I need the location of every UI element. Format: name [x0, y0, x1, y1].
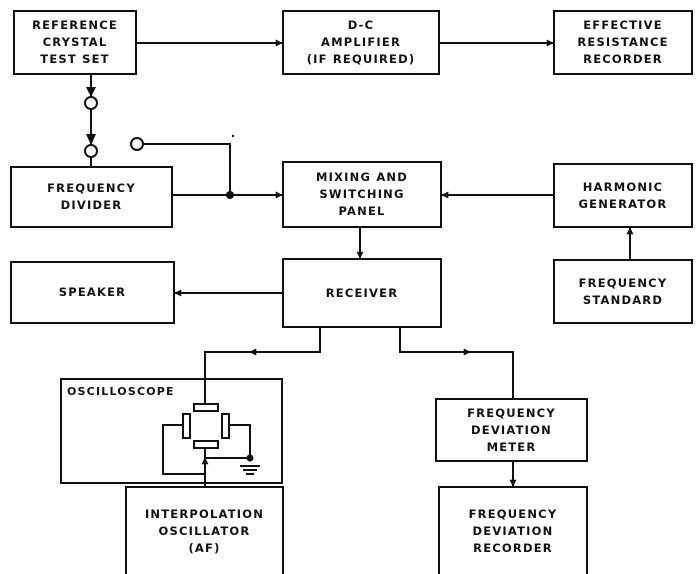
arrow-to-lower-terminal	[86, 134, 96, 145]
speaker-block: SPEAKER	[10, 261, 175, 324]
osc-wire-left	[162, 424, 205, 475]
block-label-line: AMPLIFIER	[320, 35, 402, 49]
block-label-line: REFERENCE	[32, 18, 118, 32]
block-label-line: (AF)	[188, 540, 221, 555]
frequency-divider-block: FREQUENCY DIVIDER	[10, 166, 173, 228]
block-label-line: OSCILLATOR	[158, 523, 251, 538]
frequency-standard-block: FREQUENCY STANDARD	[553, 259, 693, 324]
test-terminal-lower	[84, 144, 98, 158]
deflection-plate-bottom	[193, 440, 219, 449]
block-label-line: RECORDER	[473, 540, 553, 555]
effective-resistance-recorder-block: EFFECTIVE RESISTANCE RECORDER	[553, 10, 693, 75]
link-receiver-to-meter	[399, 328, 514, 398]
block-label-line: SWITCHING	[319, 187, 405, 201]
block-label-line: CRYSTAL	[42, 35, 108, 49]
deflection-plate-left	[182, 413, 191, 439]
block-label-line: RECEIVER	[325, 285, 399, 300]
block-label-line: (IF REQUIRED)	[306, 52, 416, 66]
block-label-line: GENERATOR	[578, 196, 668, 211]
block-label-line: TEST SET	[40, 52, 110, 66]
block-label-line: METER	[486, 439, 537, 454]
block-label-line: FREQUENCY	[467, 405, 556, 420]
block-label-line: RECORDER	[583, 52, 663, 66]
block-label-line: FREQUENCY	[578, 275, 668, 290]
test-terminal-upper	[84, 96, 98, 110]
frequency-deviation-recorder-block: FREQUENCY DEVIATION RECORDER	[438, 486, 588, 574]
receiver-block: RECEIVER	[282, 258, 442, 328]
reference-crystal-test-set-block: REFERENCE CRYSTAL TEST SET	[13, 10, 137, 75]
stray-mark	[231, 134, 235, 138]
block-label-line: D-C	[347, 18, 375, 32]
osc-wire-right	[227, 424, 251, 458]
block-label-line: PANEL	[338, 204, 386, 218]
block-label-line: EFFECTIVE	[583, 18, 663, 32]
deflection-plate-right	[221, 413, 230, 439]
oscilloscope-label: OSCILLOSCOPE	[67, 385, 175, 398]
harmonic-generator-block: HARMONIC GENERATOR	[553, 163, 693, 228]
block-label-line: MIXING AND	[315, 170, 408, 184]
block-label-line: RESISTANCE	[577, 35, 669, 49]
ground-dot	[246, 454, 254, 462]
block-label-line: SPEAKER	[58, 285, 127, 299]
arrow-to-upper-terminal	[86, 87, 96, 97]
block-label-line: DIVIDER	[60, 198, 123, 212]
interpolation-oscillator-block: INTERPOLATION OSCILLATOR (AF)	[125, 486, 284, 574]
block-label-line: INTERPOLATION	[144, 506, 265, 521]
oscilloscope-block	[60, 378, 283, 484]
block-label-line: FREQUENCY	[47, 181, 136, 195]
block-label-line: HARMONIC	[582, 179, 664, 194]
block-label-line: DEVIATION	[471, 422, 552, 437]
link-terminal-to-junction	[143, 143, 231, 195]
mixing-switching-panel-block: MIXING AND SWITCHING PANEL	[282, 161, 442, 228]
deflection-plate-top	[193, 403, 219, 412]
dc-amplifier-block: D-C AMPLIFIER (IF REQUIRED)	[282, 10, 440, 75]
frequency-deviation-meter-block: FREQUENCY DEVIATION METER	[435, 398, 588, 462]
junction-dot	[226, 191, 234, 199]
block-label-line: DEVIATION	[472, 523, 554, 538]
block-label-line: STANDARD	[582, 292, 664, 307]
input-terminal	[130, 137, 144, 151]
block-label-line: FREQUENCY	[468, 506, 558, 521]
